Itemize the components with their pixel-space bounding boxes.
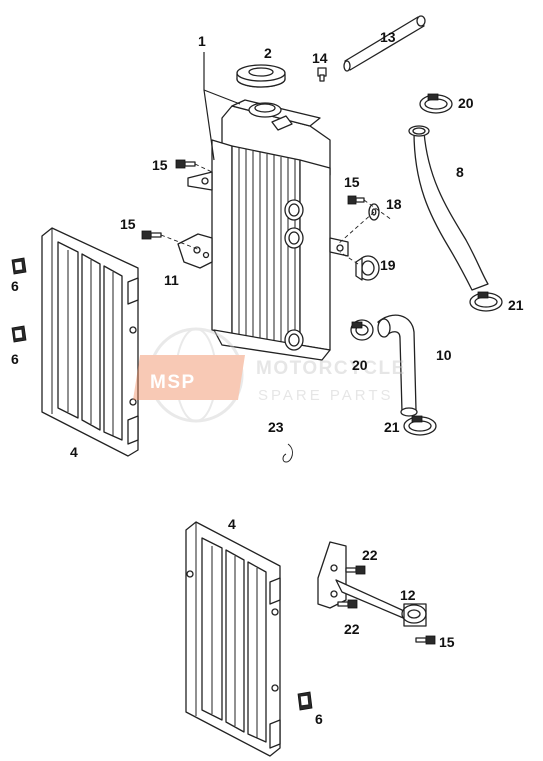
callout-15-lower: 15 [439,634,455,650]
small-hose [343,15,426,72]
callout-6-lower: 6 [11,351,19,367]
callout-4-lower: 4 [228,516,236,532]
callout-19: 19 [380,257,396,273]
clip-6-lower [11,325,27,343]
callout-21-upper: 21 [508,297,524,313]
watermark: MSP MOTORCYCLE SPARE PARTS [133,327,406,423]
callout-8: 8 [456,164,464,180]
callout-6-upper: 6 [11,278,19,294]
radiator-cap [236,64,286,88]
callout-23: 23 [268,419,284,435]
callout-20-lower: 20 [352,357,368,373]
radiator-fins [238,148,296,344]
callout-12: 12 [400,587,416,603]
screw-15-top [175,159,196,169]
callout-4-upper: 4 [70,444,78,460]
hose-clamp-20-lower [350,319,374,341]
callout-6-bottom: 6 [315,711,323,727]
radiator [187,99,349,361]
bracket-part-12 [317,541,427,627]
hose-clamp-20-upper [419,93,453,114]
callout-1: 1 [198,33,206,49]
screw-15-left [141,230,162,240]
grommet-part-19 [355,255,380,281]
clip-6-bottom [297,691,313,711]
watermark-logo: MSP [150,372,196,393]
radiator-hose-10 [377,314,418,417]
hose-clamp-21-upper [469,291,503,312]
callout-21-lower: 21 [384,419,400,435]
watermark-globe-icon [148,327,244,423]
screw-15-right [347,195,365,205]
callout-2: 2 [264,45,272,61]
watermark-line-2: SPARE PARTS [258,387,394,404]
callout-10: 10 [436,347,452,363]
assembly-lines [160,163,393,265]
hose-clamp-21-lower [403,415,437,436]
callout-15-top: 15 [152,157,168,173]
callout-13: 13 [380,29,396,45]
clip-6-upper [11,257,27,275]
callout-20-upper: 20 [458,95,474,111]
screw-22-upper [345,565,366,575]
fitting-part-14 [317,67,327,82]
radiator-guard-left [41,227,139,457]
radiator-guard-lower [185,521,281,757]
callout-22-upper: 22 [362,547,378,563]
callout-15-left: 15 [120,216,136,232]
callout-22-lower: 22 [344,621,360,637]
callout-14: 14 [312,50,328,66]
screw-22-lower [337,599,358,609]
wire-clip-23 [282,443,293,463]
screw-15-lower [415,635,436,645]
callout-11: 11 [164,272,179,288]
callout-18: 18 [386,196,402,212]
watermark-line-1: MOTORCYCLE [256,358,406,379]
radiator-hose-8 [408,125,489,291]
leader-lines [203,52,241,161]
callout-15-right: 15 [344,174,360,190]
bracket-part-11 [177,233,213,269]
